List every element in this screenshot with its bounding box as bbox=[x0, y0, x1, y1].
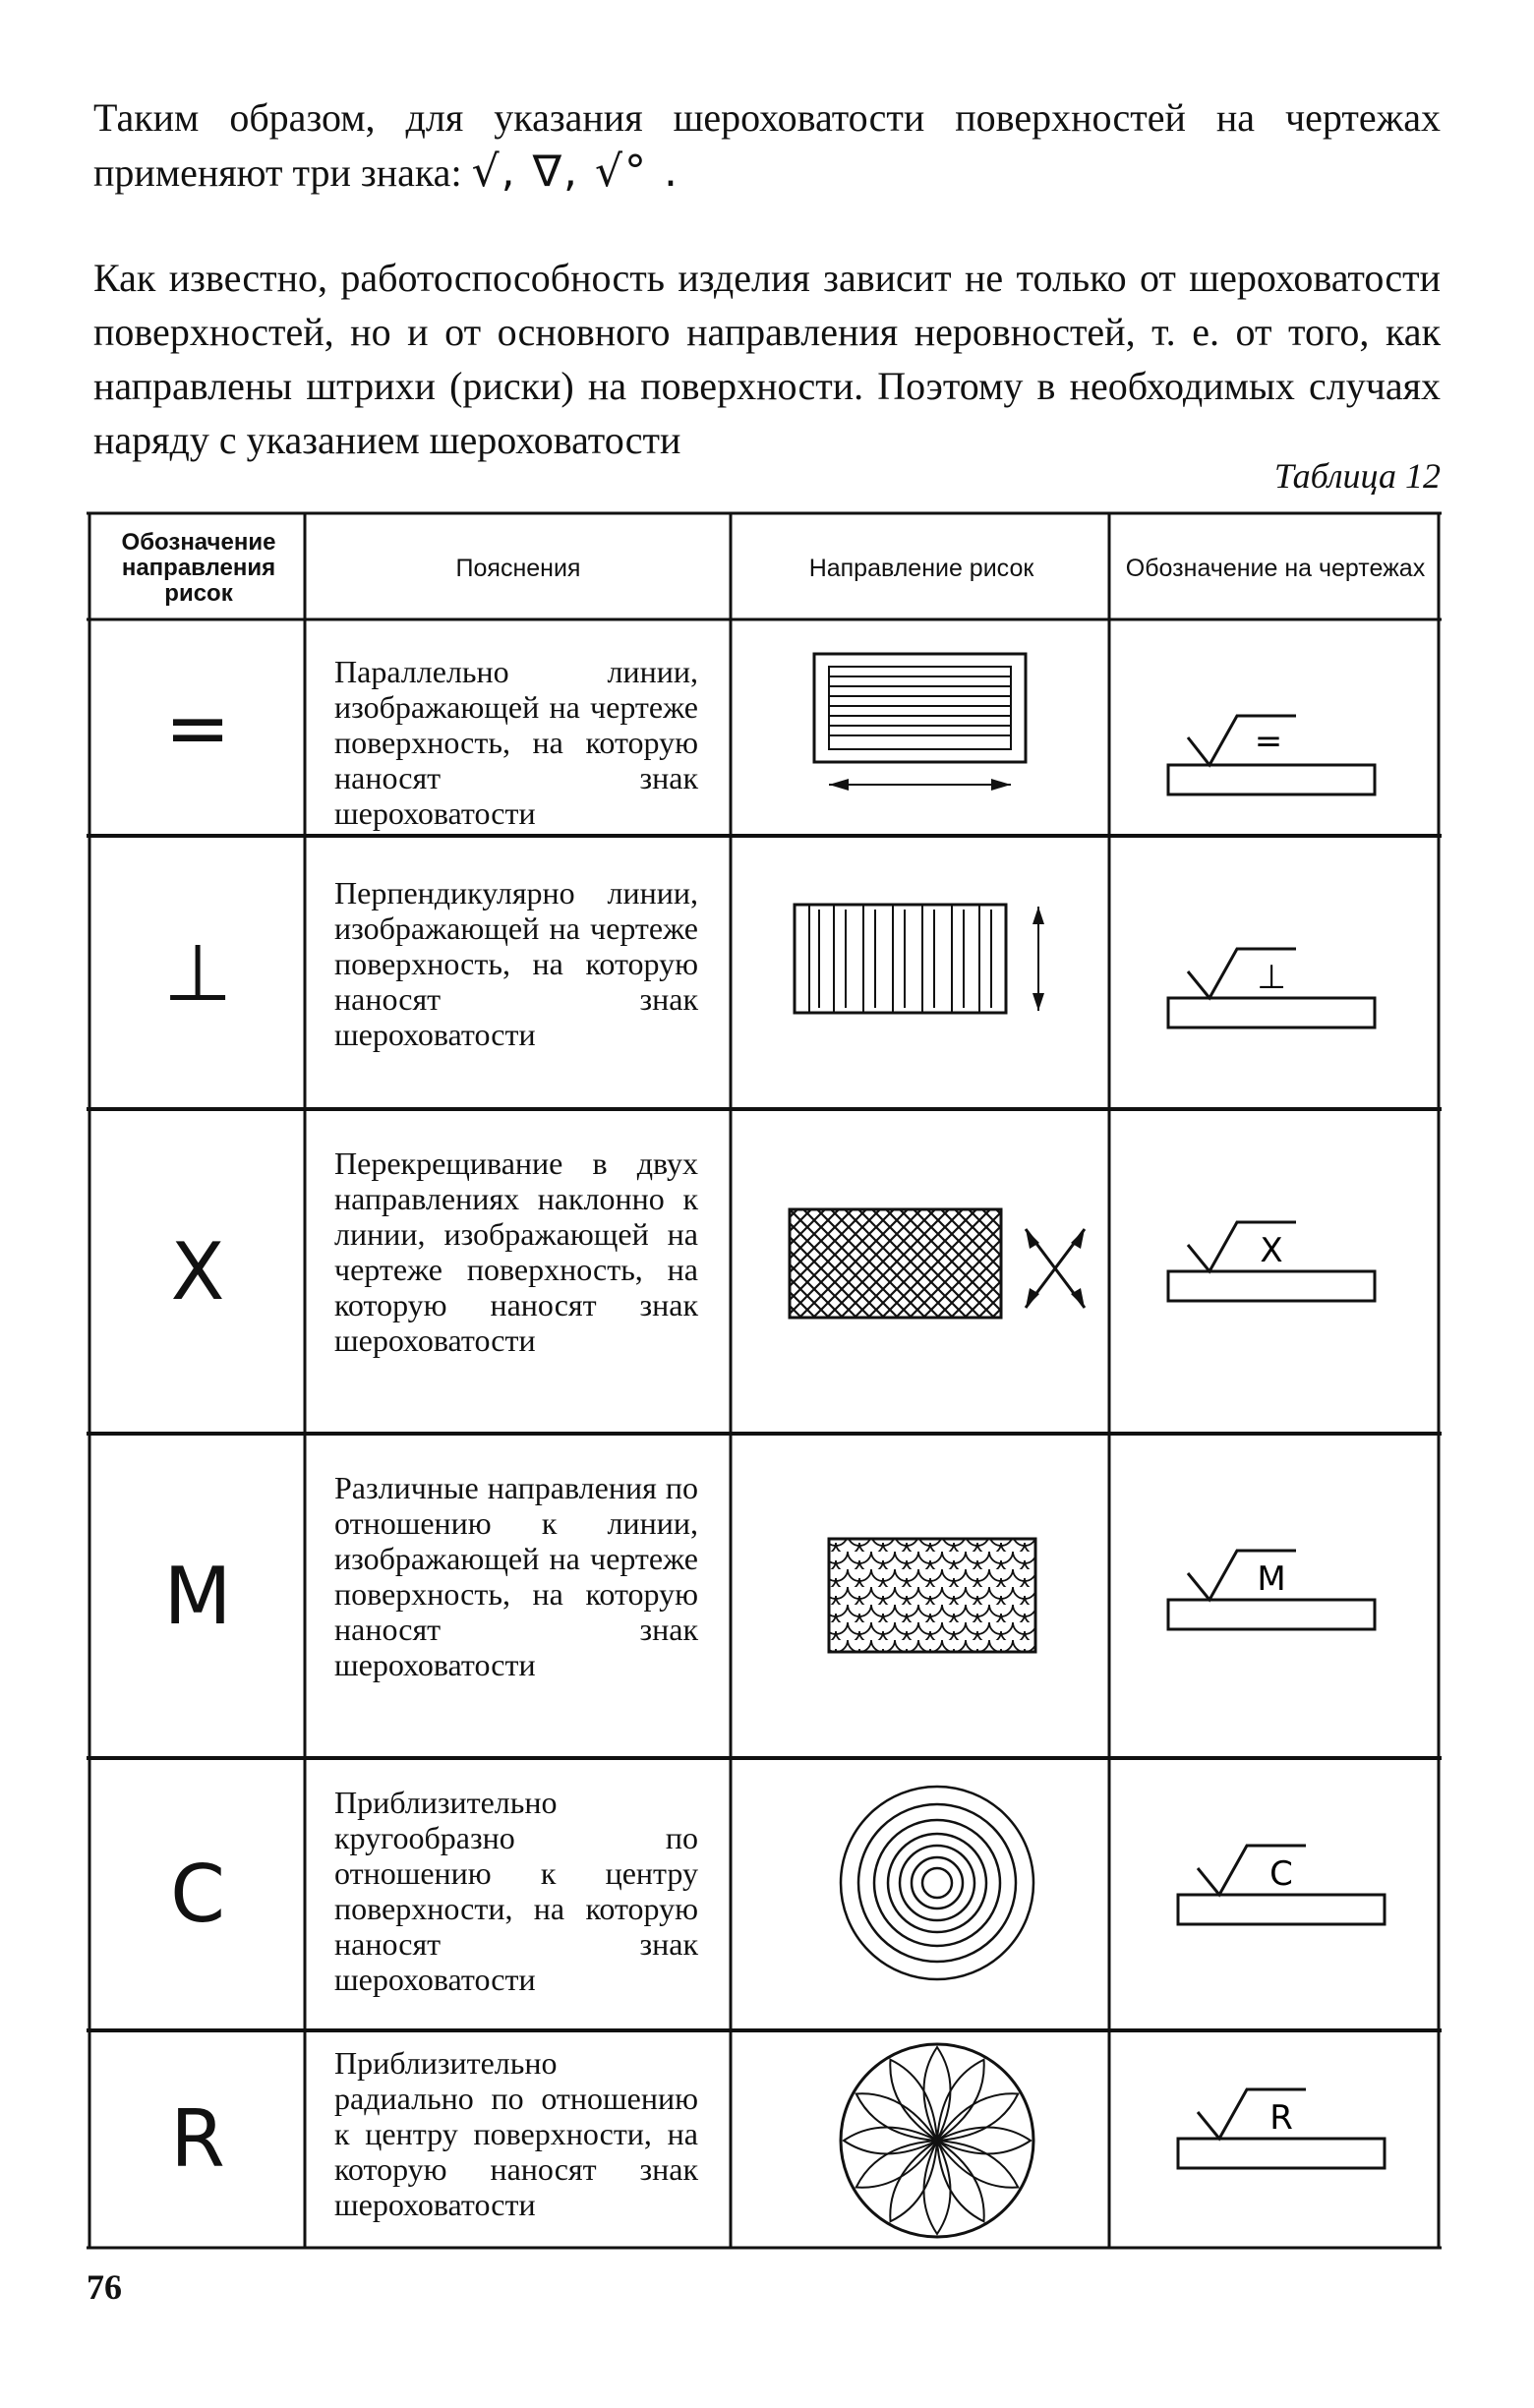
roughness-mark-multi: M bbox=[1166, 1549, 1377, 1631]
roughness-mark-radial: R bbox=[1176, 2087, 1386, 2170]
table-grid bbox=[87, 511, 1442, 2250]
concentric-circles-pattern-icon bbox=[839, 1785, 1035, 1981]
header-drawing-mark: Обозначение на чертежах bbox=[1125, 555, 1426, 582]
direction-code-radial: R bbox=[170, 2093, 225, 2185]
roughness-mark-label-circular: C bbox=[1269, 1854, 1293, 1894]
direction-code-parallel: = bbox=[164, 681, 231, 774]
direction-code-perpendicular: ⊥ bbox=[163, 926, 232, 1019]
page-number: 76 bbox=[87, 2267, 122, 2307]
intro-text: Таким образом, для указания шероховатост… bbox=[93, 95, 1441, 195]
roughness-mark-cross: X bbox=[1166, 1220, 1377, 1303]
roughness-mark-label-cross: X bbox=[1260, 1231, 1282, 1270]
description-perpendicular: Перпендикулярно линии, изображающей на ч… bbox=[334, 875, 698, 1052]
roughness-mark-label-perpendicular: ⊥ bbox=[1257, 958, 1286, 997]
crosshatch-pattern-icon bbox=[788, 1207, 1087, 1320]
roughness-mark-label-parallel: = bbox=[1255, 722, 1283, 761]
description-parallel: Параллельно линии, изображающей на черте… bbox=[334, 654, 698, 831]
roughness-direction-table: Обозначение направления рисок Пояснения … bbox=[87, 511, 1442, 2252]
roughness-mark-label-multi: M bbox=[1257, 1559, 1285, 1599]
description-multi: Различные направления по отношению к лин… bbox=[334, 1470, 698, 1682]
roughness-mark-circular: C bbox=[1176, 1844, 1386, 1926]
radial-rosette-pattern-icon bbox=[839, 2042, 1035, 2239]
perpendicular-lines-pattern-icon bbox=[793, 903, 1044, 1015]
description-cross: Перекрещивание в двух направлениях накло… bbox=[334, 1145, 698, 1358]
header-scratch-direction: Направление рисок bbox=[808, 555, 1034, 582]
scale-pattern-icon bbox=[827, 1537, 1037, 1654]
description-radial: Приблизительно радиально по отношению к … bbox=[334, 2045, 698, 2222]
body-paragraph: Как известно, работоспособность изделия … bbox=[93, 256, 1441, 462]
direction-code-circular: C bbox=[170, 1849, 225, 1940]
parallel-lines-pattern-icon bbox=[812, 652, 1028, 791]
roughness-mark-perpendicular: ⊥ bbox=[1166, 947, 1377, 1029]
roughness-mark-label-radial: R bbox=[1269, 2098, 1293, 2138]
header-direction-code: Обозначение направления рисок bbox=[121, 529, 276, 607]
header-explanation: Пояснения bbox=[455, 555, 581, 582]
table-caption: Таблица 12 bbox=[1273, 456, 1441, 496]
roughness-mark-parallel: = bbox=[1166, 714, 1377, 796]
direction-code-multi: M bbox=[163, 1550, 232, 1642]
intro-paragraph: Таким образом, для указания шероховатост… bbox=[93, 90, 1441, 200]
roughness-symbols: √, ∇, √° . bbox=[471, 147, 679, 197]
direction-code-cross: X bbox=[170, 1225, 225, 1318]
description-circular: Приблизительно кругообразно по отношению… bbox=[334, 1785, 698, 1997]
